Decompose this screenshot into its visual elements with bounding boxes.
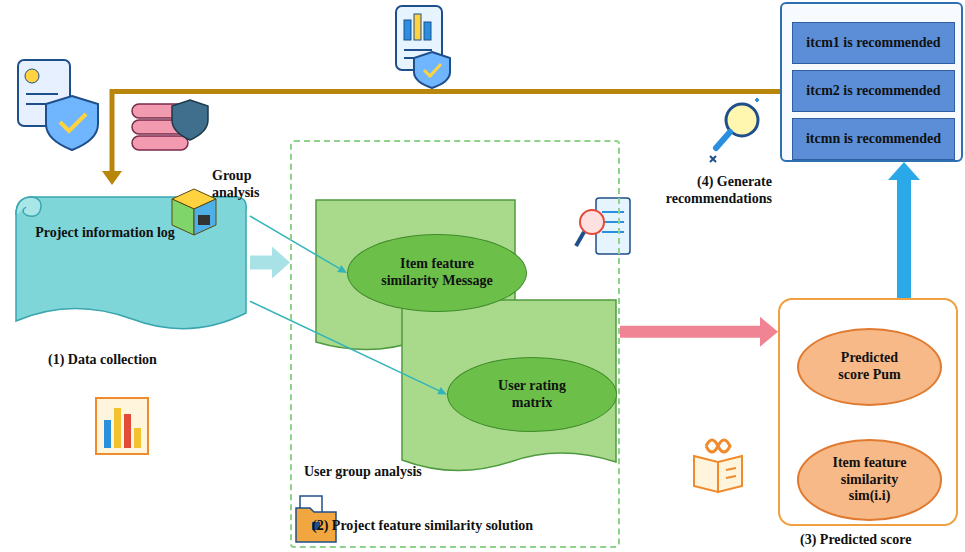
book-icon (694, 440, 742, 492)
magnifier-icon (710, 98, 759, 162)
item-box: itcm2 is recommended (792, 70, 955, 112)
node-text: itcm1 is recommended (806, 35, 940, 52)
scroll-curl (16, 197, 41, 216)
node-text: itcmn is recommended (806, 131, 941, 148)
node-text: Project information log (30, 225, 180, 242)
scroll-body (16, 197, 246, 329)
group-label: Group analysis (212, 168, 276, 202)
feature-ellipse: Item feature similarity Message (347, 234, 527, 312)
report-icon (396, 6, 450, 88)
score-panel: (3) Predicted scorePredicted score PumIt… (778, 298, 958, 526)
bar-chart-icon (96, 398, 148, 454)
scroll-log: Project information log (10, 185, 250, 340)
connector-arrow (112, 92, 780, 171)
scroll-shape (10, 185, 250, 340)
connector-arrow (250, 216, 339, 268)
rating-ellipse: User rating matrix (447, 357, 617, 432)
connector-arrow (250, 256, 272, 270)
cube-icon (172, 189, 216, 235)
node-text: Item feature similarity Message (381, 256, 493, 290)
connector-arrow (897, 180, 911, 298)
document-search-icon (576, 198, 630, 254)
green-sheet (402, 300, 616, 471)
database-icon (132, 100, 208, 150)
node-text: itcm2 is recommended (806, 83, 940, 100)
similarity-ellipse: Item feature similarity sim(i.i) (797, 439, 942, 520)
score-ellipse: Predicted score Pum (797, 328, 942, 406)
connector-arrow (250, 301, 439, 390)
node-text: (2) Project feature similarity solution (312, 518, 612, 535)
node-text: Predicted score Pum (825, 350, 915, 384)
node-text: Item feature similarity sim(i.i) (825, 455, 915, 505)
dashed-region: User group analysis (2) Project feature s… (290, 140, 620, 548)
connector-arrow (620, 326, 760, 338)
shield-document-icon (18, 60, 98, 150)
node-text: (3) Predicted score (800, 532, 965, 549)
step-label: (1) Data collection (48, 352, 198, 369)
item-box: itcmn is recommended (792, 118, 955, 160)
node-text: User rating matrix (479, 378, 584, 412)
node-text: User group analysis (304, 464, 424, 481)
item-box: itcm1 is recommended (792, 22, 955, 64)
recommendation-panel: (4) Generate recommendationsitcm1 is rec… (780, 2, 963, 162)
node-text: (4) Generate recommendations (648, 174, 772, 208)
